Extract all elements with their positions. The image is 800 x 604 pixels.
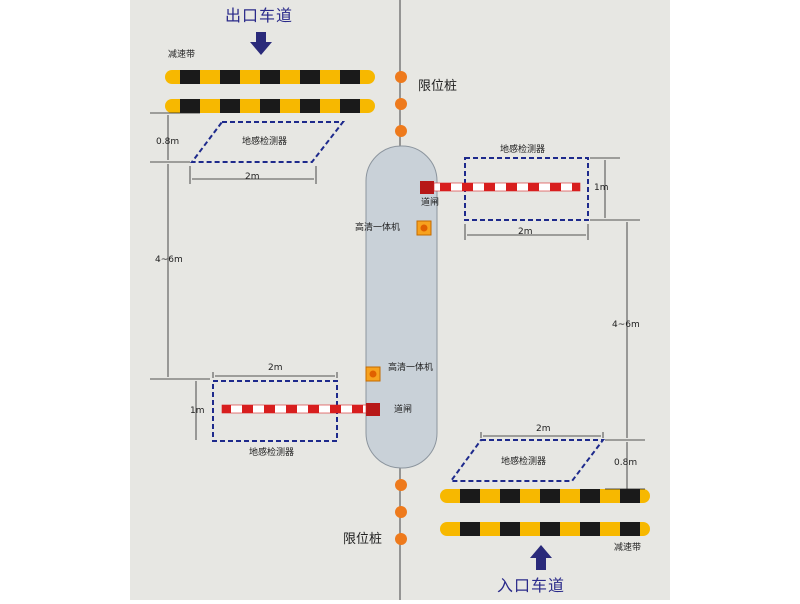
- dim-loop-spacing-left: 4~6m: [155, 255, 183, 265]
- dim-loop-depth-right: 1m: [594, 183, 609, 193]
- hd-camera-label-entry: 高清一体机: [388, 363, 434, 373]
- exit-lane-title: 出口车道: [225, 6, 294, 25]
- dim-loop-width-top-left: 2m: [245, 172, 260, 182]
- speed-bump-label-exit: 减速带: [168, 50, 196, 60]
- barrier-gate-label-exit: 道闸: [421, 198, 440, 208]
- dim-loop-width-top-right: 2m: [518, 227, 533, 237]
- exit-direction-arrow-icon: [250, 32, 272, 55]
- speed-bump-exit-1: [165, 70, 375, 84]
- barrier-gate-label-entry: 道闸: [394, 405, 413, 415]
- camera-lens: [369, 370, 377, 378]
- speed-bump-exit-2: [165, 99, 375, 113]
- dim-bump-to-loop-bottom: 0.8m: [614, 458, 638, 468]
- dimension-lines-right: [464, 157, 645, 490]
- limit-post: [395, 98, 407, 110]
- barrier-gate-exit-housing: [420, 181, 434, 194]
- barrier-gate-entry-housing: [366, 403, 380, 416]
- loop-detector-exit-angled: [190, 121, 346, 163]
- loop-detector-label-1: 地感检测器: [242, 137, 288, 147]
- loop-detector-entry-angled: [449, 439, 606, 482]
- limit-post: [395, 71, 407, 83]
- limit-post-label-bottom: 限位桩: [343, 532, 383, 547]
- limit-post: [395, 506, 407, 518]
- limit-post-label-top: 限位桩: [418, 79, 458, 94]
- barrier-gate-entry-arm: [221, 404, 367, 414]
- hd-camera-label-exit: 高清一体机: [355, 223, 401, 233]
- dim-loop-width-bottom-right: 2m: [536, 424, 551, 434]
- camera-lens: [420, 224, 428, 232]
- barrier-gate-exit-arm: [433, 182, 581, 192]
- dim-loop-depth-left: 1m: [190, 406, 205, 416]
- dim-loop-spacing-right: 4~6m: [612, 320, 640, 330]
- traffic-island: [365, 145, 438, 469]
- speed-bump-entry-1: [440, 489, 650, 503]
- loop-detector-label-2: 地感检测器: [500, 145, 546, 155]
- speed-bump-label-entry: 减速带: [614, 543, 642, 553]
- limit-post: [395, 125, 407, 137]
- limit-post: [395, 533, 407, 545]
- dimension-lines-left: [150, 112, 338, 440]
- limit-post: [395, 479, 407, 491]
- dim-bump-to-loop-top: 0.8m: [156, 137, 180, 147]
- entry-direction-arrow-icon: [530, 545, 552, 570]
- loop-detector-label-4: 地感检测器: [501, 457, 547, 467]
- loop-detector-label-3: 地感检测器: [249, 448, 295, 458]
- dim-loop-width-bottom-left: 2m: [268, 363, 283, 373]
- entry-lane-title: 入口车道: [497, 576, 566, 595]
- speed-bump-entry-2: [440, 522, 650, 536]
